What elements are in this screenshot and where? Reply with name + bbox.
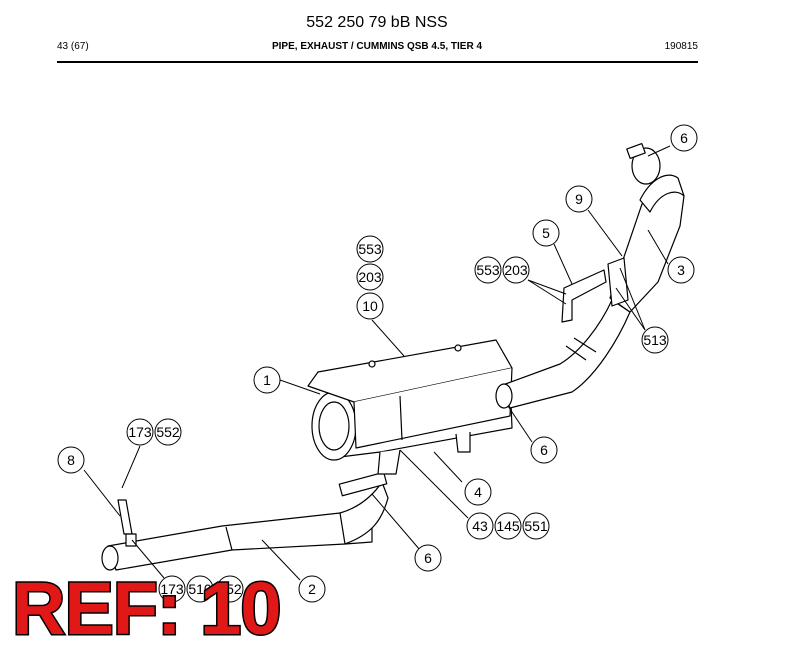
svg-text:4: 4 — [474, 484, 482, 500]
svg-text:203: 203 — [504, 262, 528, 278]
tail-pipe — [101, 471, 389, 571]
svg-text:553: 553 — [358, 241, 382, 257]
svg-text:8: 8 — [67, 452, 75, 468]
callout-145: 145 — [494, 512, 522, 540]
callout-6-mid: 6 — [530, 436, 558, 464]
callout-513: 513 — [641, 326, 669, 354]
doc-date: 190815 — [664, 41, 698, 52]
svg-text:145: 145 — [496, 518, 520, 534]
svg-text:513: 513 — [643, 332, 667, 348]
leader-lines — [83, 145, 671, 581]
page-number: 43 (67) — [57, 41, 89, 52]
page-title: PIPE, EXHAUST / CUMMINS QSB 4.5, TIER 4 — [271, 41, 483, 52]
callout-173-upper: 173 — [126, 418, 154, 446]
svg-text:552: 552 — [218, 581, 242, 597]
svg-text:6: 6 — [680, 130, 688, 146]
svg-text:9: 9 — [575, 191, 583, 207]
bracket — [561, 269, 607, 323]
callout-10: 10 — [356, 292, 384, 320]
svg-text:552: 552 — [156, 424, 180, 440]
callout-1: 1 — [253, 366, 281, 394]
svg-text:203: 203 — [358, 269, 382, 285]
callout-203-right: 203 — [502, 256, 530, 284]
svg-text:173: 173 — [160, 581, 184, 597]
svg-text:5: 5 — [542, 225, 550, 241]
callout-551: 551 — [522, 512, 550, 540]
ref-stamp: REF: 10 — [11, 567, 284, 650]
callout-553-top: 553 — [356, 235, 384, 263]
svg-text:551: 551 — [524, 518, 548, 534]
callout-43: 43 — [466, 512, 494, 540]
heat-shield — [307, 339, 513, 449]
svg-text:1: 1 — [263, 372, 271, 388]
svg-text:553: 553 — [476, 262, 500, 278]
svg-text:6: 6 — [540, 442, 548, 458]
callout-553-right: 553 — [474, 256, 502, 284]
callout-2: 2 — [298, 575, 326, 603]
callout-510: 510 — [186, 575, 214, 603]
svg-text:3: 3 — [677, 262, 685, 278]
callout-9: 9 — [565, 185, 593, 213]
svg-text:2: 2 — [308, 581, 316, 597]
callout-6-low: 6 — [414, 544, 442, 572]
svg-text:173: 173 — [128, 424, 152, 440]
header-rule — [57, 61, 698, 63]
outlet-pipe — [495, 299, 631, 409]
callout-4: 4 — [464, 478, 492, 506]
callout-5: 5 — [532, 219, 560, 247]
callout-552-upper: 552 — [154, 418, 182, 446]
svg-text:43: 43 — [472, 518, 488, 534]
callout-3: 3 — [667, 256, 695, 284]
callout-203-top: 203 — [356, 263, 384, 291]
svg-text:10: 10 — [362, 298, 378, 314]
callout-552-lower: 552 — [216, 575, 244, 603]
doc-number: 552 250 79 bB NSS — [306, 14, 448, 31]
svg-text:6: 6 — [424, 550, 432, 566]
upper-pipe — [607, 142, 685, 313]
callout-8: 8 — [57, 446, 85, 474]
callout-6-top: 6 — [670, 124, 698, 152]
svg-text:510: 510 — [188, 581, 212, 597]
callouts: 6 9 5 553 203 3 553 203 10 513 1 173 552… — [57, 124, 698, 603]
callout-173-lower: 173 — [158, 575, 186, 603]
